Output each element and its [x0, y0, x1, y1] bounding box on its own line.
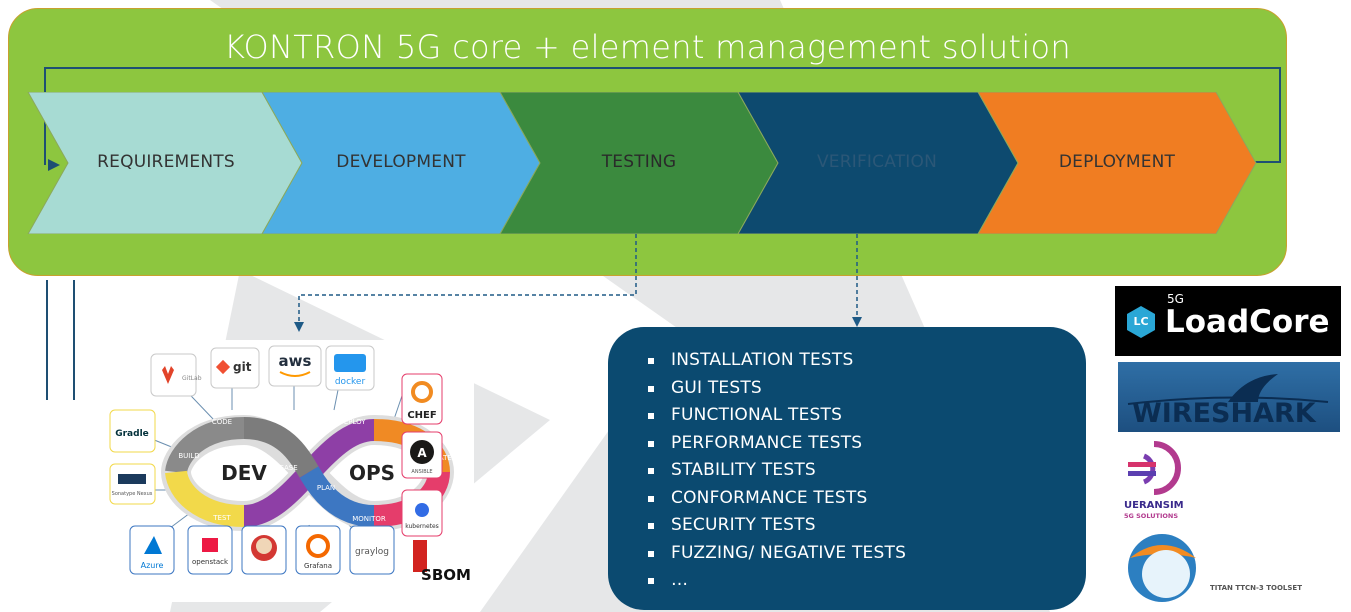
loadcore-badge: LC — [1133, 315, 1149, 328]
svg-text:TEST: TEST — [212, 514, 231, 522]
stage-label-testing: TESTING — [601, 152, 677, 172]
svg-text:PLAN: PLAN — [317, 484, 335, 492]
titan-icon — [1128, 534, 1196, 602]
svg-text:MONITOR: MONITOR — [352, 515, 386, 523]
stage-label-development: DEVELOPMENT — [336, 152, 466, 172]
kubernetes-label: kubernetes — [405, 523, 439, 530]
loadcore-logo: LC 5G LoadCore — [1115, 286, 1341, 356]
svg-text:BUILD: BUILD — [178, 452, 199, 460]
azure-icon — [144, 536, 162, 554]
ueransim-icon — [1128, 441, 1181, 495]
docker-label: docker — [335, 377, 366, 387]
kubernetes-icon — [415, 503, 429, 517]
aws-label: aws — [279, 352, 312, 370]
devops-dev-label: DEV — [221, 461, 267, 485]
sonatype-icon — [118, 474, 146, 484]
svg-text:RELEASE: RELEASE — [266, 464, 297, 472]
chevron-testing — [499, 92, 779, 234]
devops-diagram: DEV OPS CODE BUILD TEST RELEASE PLAN DEP… — [104, 340, 474, 602]
git-icon — [215, 359, 231, 375]
test-list: INSTALLATION TESTS GUI TESTS FUNCTIONAL … — [608, 327, 1086, 595]
azure-label: Azure — [141, 561, 164, 570]
shark-fin-icon — [1127, 374, 1329, 405]
ueransim-subtitle: 5G SOLUTIONS — [1124, 512, 1179, 520]
ueransim-label: UERANSIM — [1124, 500, 1184, 511]
ueransim-logo: UERANSIM 5G SOLUTIONS — [1122, 440, 1202, 524]
svg-text:A: A — [417, 446, 427, 460]
stage-label-deployment: DEPLOYMENT — [1058, 152, 1176, 172]
docker-icon — [334, 354, 366, 372]
test-list-box: INSTALLATION TESTS GUI TESTS FUNCTIONAL … — [608, 327, 1086, 610]
gitlab-label: GitLab — [182, 375, 202, 382]
test-item: SECURITY TESTS — [648, 512, 1086, 540]
git-label: git — [233, 360, 252, 374]
ansible-label: ANSIBLE — [411, 469, 432, 475]
sonatype-label: Sonatype Nexus — [112, 491, 153, 497]
ansible-icon — [410, 440, 434, 464]
test-item: FUNCTIONAL TESTS — [648, 402, 1086, 430]
chevron-development — [261, 92, 541, 234]
openstack-icon — [202, 538, 218, 552]
test-item: PERFORMANCE TESTS — [648, 430, 1086, 458]
grafana-label: Grafana — [304, 562, 332, 570]
stage-label-requirements: REQUIREMENTS — [97, 152, 235, 172]
banner-title: KONTRON 5G core + element management sol… — [224, 28, 1071, 66]
stage-label-verification: VERIFICATION — [816, 152, 938, 172]
gitlab-icon — [162, 366, 174, 384]
wireshark-label: WIRESHARK — [1132, 398, 1316, 429]
wireshark-logo: WIRESHARK — [1118, 362, 1340, 432]
sbom-icon — [413, 540, 427, 572]
test-item: GUI TESTS — [648, 375, 1086, 403]
chef-label: CHEF — [407, 410, 436, 421]
openstack-label: openstack — [192, 558, 229, 566]
chef-icon — [411, 381, 433, 403]
loadcore-superscript: 5G — [1167, 292, 1184, 306]
sbom-label: SBOM — [421, 566, 471, 584]
chevron-deployment — [977, 92, 1257, 234]
graylog-label: graylog — [355, 547, 389, 557]
chevron-requirements — [27, 92, 303, 234]
loadcore-name: LoadCore — [1165, 304, 1330, 340]
gradle-label: Gradle — [115, 429, 149, 439]
test-item: INSTALLATION TESTS — [648, 347, 1086, 375]
svg-text:CODE: CODE — [212, 418, 232, 426]
test-item: STABILITY TESTS — [648, 457, 1086, 485]
svg-text:DEPLOY: DEPLOY — [338, 418, 366, 426]
devops-ops-label: OPS — [349, 461, 395, 485]
grafana-icon — [306, 534, 330, 558]
test-item: … — [648, 567, 1086, 595]
test-item: CONFORMANCE TESTS — [648, 485, 1086, 513]
test-item: FUZZING/ NEGATIVE TESTS — [648, 540, 1086, 568]
titan-label: TITAN TTCN-3 TOOLSET — [1210, 584, 1302, 592]
titan-logo: TITAN TTCN-3 TOOLSET — [1122, 528, 1344, 608]
chevron-verification — [737, 92, 1019, 234]
process-chevrons — [27, 92, 1257, 234]
